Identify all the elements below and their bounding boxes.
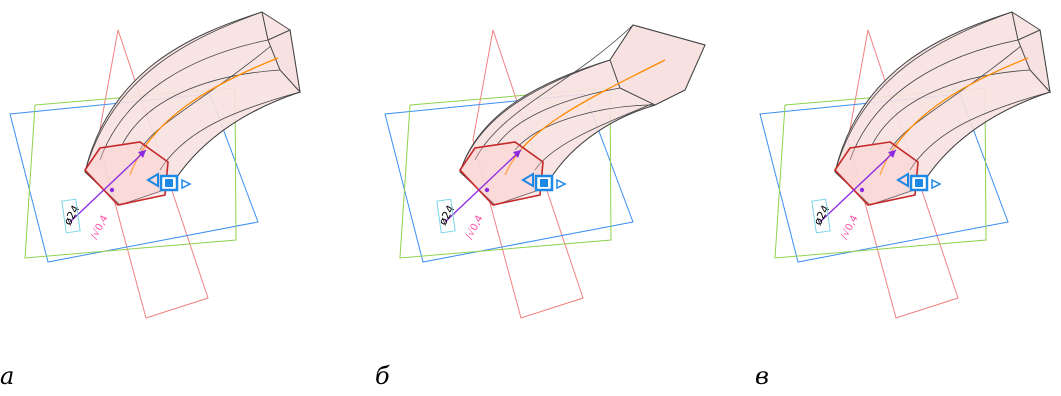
badge-left-arrow [896, 172, 909, 188]
section-badge [521, 172, 567, 192]
caption-b: б [375, 362, 390, 390]
pipe-edge-3 [139, 29, 291, 151]
arrow-line [444, 149, 522, 223]
pipe-diagram-b: ø24/√0,4 [384, 24, 706, 319]
badge-core [540, 179, 548, 187]
pipe-edge-1 [474, 24, 634, 161]
arrow-head [888, 150, 896, 158]
arrow-dot [484, 187, 490, 193]
badge-right-arrow [556, 178, 567, 190]
pipe-edge-0 [459, 59, 611, 173]
pipe-end-cap [1011, 11, 1051, 94]
pipe-edge-4 [909, 91, 1051, 171]
plane-red [847, 29, 959, 319]
figure-a: ø24/√0,4 а [0, 0, 360, 396]
arrow-dot [859, 187, 865, 193]
pipe-edge-0 [84, 11, 263, 173]
plane-red [472, 29, 584, 319]
pipe-edge-1 [99, 39, 269, 161]
badge-left-arrow [521, 172, 534, 188]
hex-section [83, 141, 169, 206]
pipe-edge-4 [159, 91, 301, 171]
caption-a: а [0, 362, 15, 390]
hex-section [833, 141, 919, 206]
arrow-head [513, 150, 521, 158]
roughness-mark: /√0,4 [89, 214, 111, 242]
pipe-edge-0 [834, 11, 1013, 173]
section-badge [146, 172, 192, 192]
pipe-edge-5 [169, 91, 301, 189]
hex-section [458, 141, 544, 206]
badge-left-arrow [146, 172, 159, 188]
plane-red [97, 29, 209, 319]
figure-v: ø24/√0,4 в [750, 0, 1061, 396]
badge-right-arrow [181, 178, 192, 190]
dimension-frame [61, 198, 81, 234]
pipe-edge-5 [919, 91, 1051, 189]
pipe-edge-2 [121, 69, 281, 146]
pipe-diagram-v: ø24/√0,4 [759, 11, 1051, 319]
arrow-line [819, 149, 897, 223]
pipe-edge-3 [514, 104, 656, 151]
dimension-frame [436, 198, 456, 234]
pipe-edge-2 [871, 69, 1031, 146]
roughness-mark: /√0,4 [839, 214, 861, 242]
centre-axis [504, 59, 666, 176]
badge-core [165, 179, 173, 187]
pipe-edge-1 [849, 39, 1019, 161]
pipe-end-cap [609, 24, 706, 106]
pipe-diagram-a: ø24/√0,4 [9, 11, 301, 319]
section-badge [896, 172, 942, 192]
dimension-frame [811, 198, 831, 234]
roughness-mark: /√0,4 [464, 214, 486, 242]
arrow-dot [109, 187, 115, 193]
arrow-line [69, 149, 147, 223]
badge-right-arrow [931, 178, 942, 190]
pipe-edge-3 [889, 29, 1041, 151]
figure-b: ø24/√0,4 б [375, 0, 735, 396]
arrow-head [138, 150, 146, 158]
pipe-end-cap [261, 11, 301, 94]
caption-v: в [755, 362, 769, 390]
badge-core [915, 179, 923, 187]
